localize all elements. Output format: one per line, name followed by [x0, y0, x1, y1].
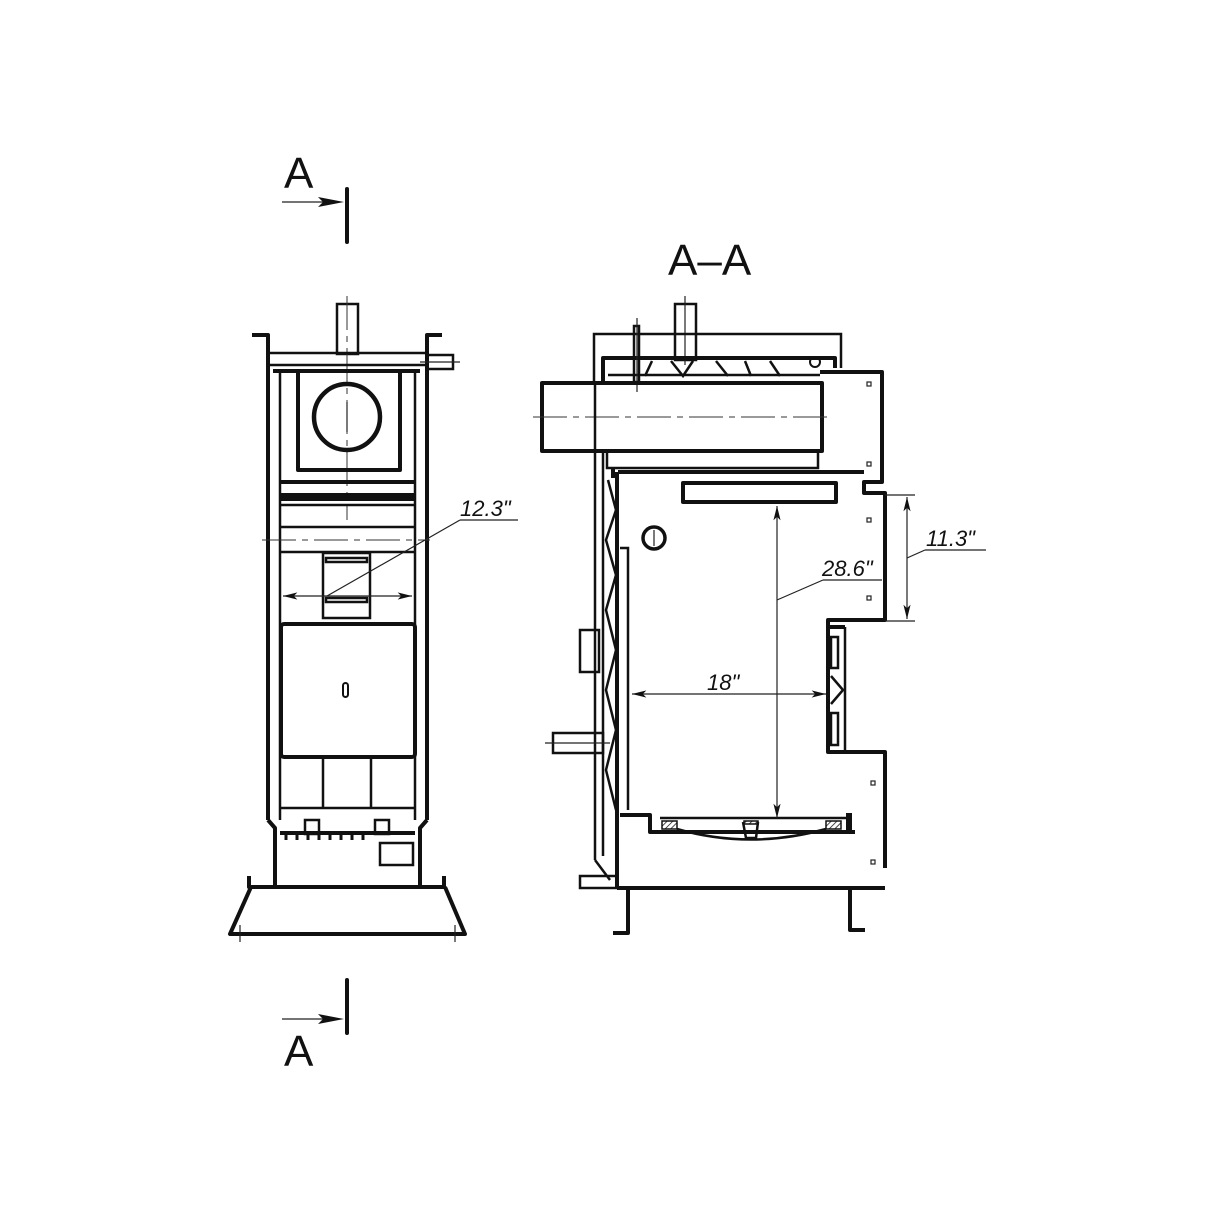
section-letter-top: A	[284, 149, 314, 198]
front-view: A	[228, 149, 518, 1076]
section-letter-bottom: A	[284, 1027, 314, 1076]
arrow-icon	[318, 197, 344, 207]
section-marker-top: A	[282, 149, 349, 244]
dimension-door-opening-label: 11.3"	[926, 526, 976, 551]
section-view: A–A	[533, 236, 986, 935]
dimension-height-label: 28.6"	[821, 556, 874, 581]
dimension-depth-label: 18"	[707, 670, 740, 695]
section-marker-bottom: A	[282, 978, 349, 1076]
door-handle-icon	[342, 682, 349, 698]
dimension-width-label: 12.3"	[460, 496, 512, 521]
arrow-icon	[318, 1014, 344, 1024]
section-title: A–A	[668, 236, 752, 285]
